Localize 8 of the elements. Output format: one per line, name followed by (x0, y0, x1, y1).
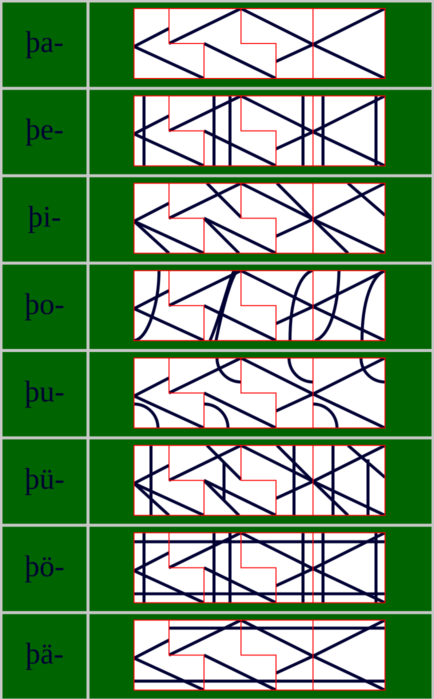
table-cell: þü- (2, 439, 86, 524)
table-cell: þa- (2, 2, 86, 87)
table-cell: þä- (2, 614, 86, 698)
table-cell: þu- (2, 352, 86, 436)
table-cell: þi- (2, 177, 86, 262)
table-cell: þö- (2, 526, 86, 612)
table-cell: þe- (2, 90, 86, 174)
table-cell: þo- (2, 264, 86, 349)
